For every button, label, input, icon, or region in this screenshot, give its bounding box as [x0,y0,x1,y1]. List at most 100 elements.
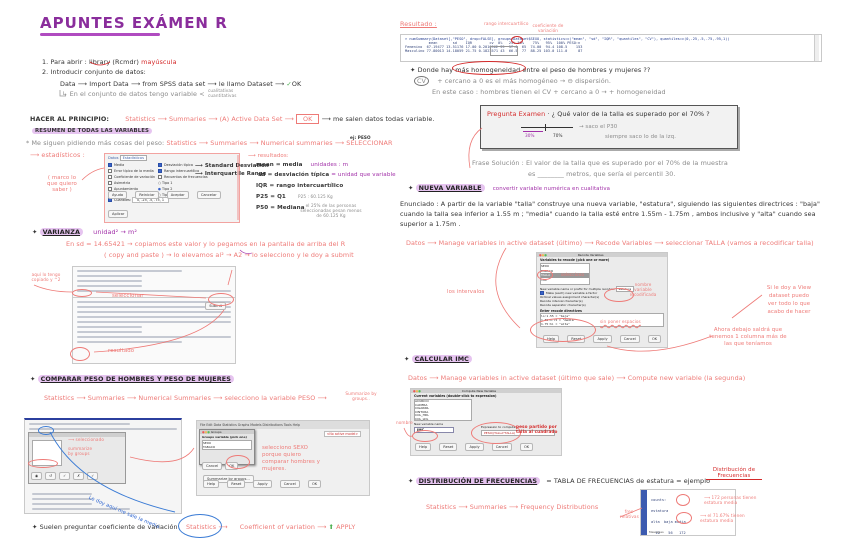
estadisticos-label: ⟶ estadísticos : [30,151,85,159]
ann-intervalos: los intervalos [447,289,485,295]
ann-expr: peso partido por talla al cuadrado [516,424,558,434]
stats-dialog-buttons: Ayuda Reiniciar Aceptar Cancelar Aplicar [108,181,239,219]
circle-pct-media [676,512,692,524]
res-iqr: IQR = rango intercuartílico [256,183,344,189]
help-button[interactable]: Help [203,480,220,488]
ann-frec: frec relativas [620,509,639,519]
ann-seleccionado: ⟶ seleccionado [68,437,105,442]
r-console-screenshot: Submit [72,266,236,364]
res-p50-note: el 25% de las personas seleccionadas pes… [300,203,362,218]
peso-note: ej: PESO [350,135,371,140]
distribucion-header: ✦ DISTRIBUCIÓN DE FRECUENCIAS = TABLA DE… [408,477,711,485]
varianza-header: ✦ VARIANZA unidad² → m² [32,228,138,236]
step-2: 2. Introducir conjunto de datos: [42,68,146,76]
recode-path: Datos ⟶ Manage variables in active datas… [406,239,814,247]
circle-tab-blue [38,426,54,435]
ayuda-button[interactable]: Ayuda [108,191,128,199]
marco-note: ( marco lo que quiero saber ) [47,175,77,193]
circle-expression [471,422,521,444]
comparar-header: ✦ COMPARAR PESO DE HOMBRES Y PESO DE MUJ… [30,375,234,383]
circle-newname [604,288,634,302]
cancel-button[interactable]: Cancel [279,480,300,488]
ann-summarize: summarize by groups [68,446,93,456]
res-p50: P50 = Mediana [256,205,305,211]
res-mean: mean = media unidades : m [256,162,349,168]
distribucion-side-title: Distribución de Frecuencias [706,467,762,480]
page-title: APUNTES EXÁMEN R [40,14,228,32]
cv-path: Statistics ⟶ Coefficient of variation ⟶ … [186,523,356,531]
menu-bar: File Edit Data Statistics Graphs Models … [197,421,369,429]
circle-result [70,347,90,361]
ann-resultado: resultado [108,348,135,354]
ann-apply: Ahora debajo saldrá que tenemos 1 column… [709,327,787,347]
enunciado: Enunciado : A partir de la variable "tal… [400,200,821,228]
imc-header: ✦ CALCULAR IMC [404,355,472,363]
circle-submit [208,293,234,306]
import-note: ↳ En el conjunto de datos tengo variable… [62,90,205,98]
console-scrollbar[interactable] [814,35,819,61]
ann-sd: ⟶ Standard Desviation [195,163,269,169]
varianza-line-2: ( copy and paste ) → lo elevamos al² → A… [104,251,354,259]
res-sd: sd = desviación típica = unidad que vari… [258,172,396,178]
pregunta-examen-box: Pregunta Examen · ¿ Qué valor de la tall… [480,105,738,149]
peso-line: * Me siguen pidiendo más cosas del peso:… [26,139,393,147]
circle-cv-col [511,36,523,44]
res-p25: P25 = Q1 [256,194,286,200]
box-cv-values [490,46,518,56]
distribucion-path: Statistics ⟶ Summaries ⟶ Frequency Distr… [426,503,599,511]
numsummary-console: > numSummary(Dataset[,"PESO", drop=FALSE… [400,34,822,62]
ok-button[interactable]: OK [307,480,322,488]
ann-coef: coeficiente de variación [532,23,564,33]
ann-iqr: ⟶ Interquartile Range [195,171,267,177]
aceptar-button[interactable]: Aceptar [166,191,189,199]
circle-directives [530,318,596,342]
comparar-path: Statistics ⟶ Summaries ⟶ Numerical Summa… [44,394,327,402]
cancelar-button[interactable]: Cancelar [196,191,221,199]
imc-path: Datos ⟶ Manage variables in active datas… [408,374,746,382]
step-1-note: mayúscula [141,58,177,66]
bar-30: 30% [525,133,535,138]
ann-rango: rango intercuartílico [484,21,529,26]
circle-imc-name [412,430,438,442]
circle-selection [72,289,92,297]
homogeneidad-line-1: CV + cercano a 0 es el más homogéneo → ⊖… [414,76,611,86]
circle-counts-media [676,494,690,506]
pregunta-label: Pregunta Examen [487,110,546,118]
frase-line-1: Frase Solución : El valor de la talla qu… [472,159,728,167]
apply-button[interactable]: Apply [253,480,272,488]
stats-dialog-screenshot: Datos Estadísticos Media Error típico de… [104,153,240,223]
homogeneidad-question: ✦ Donde hay más homogeneidad entre el pe… [410,66,651,74]
nueva-variable-header: ✦ NUEVA VARIABLE convertir variable numé… [408,184,611,192]
aplicar-button[interactable]: Aplicar [108,210,129,218]
ann-selecciono: selecciono [561,272,585,277]
import-path: Data ⟶ Import Data ⟶ from SPSS data set … [60,80,302,88]
import-types: cualitativas cuantitativas [208,88,237,98]
ann-sexo: selecciono SEXO porque quiero comparar h… [262,445,321,472]
reset-button[interactable]: Reset [227,480,246,488]
reiniciar-button[interactable]: Reiniciar [135,191,159,199]
circle-homogeneidad [452,61,526,75]
pregunta-note-2: siempre saco lo de la izq. [605,134,677,140]
varianza-note-left: aquí lo tengo copiado y ^2 [31,272,61,282]
ann-pct: ⟶ el 71.67% tienen estatura media [700,513,745,523]
frase-line-2: es ________ metros, que sería el percent… [528,170,676,178]
hacer-principio: HACER AL PRINCIPIO: Statistics ⟶ Summari… [30,114,435,124]
pregunta-note-1: → saco el P30 [579,124,618,130]
title-underline [40,33,160,36]
ann-sin-espacios: sin poner espacios [600,319,641,324]
dialog-tabs: Datos Estadísticos [105,154,239,162]
res-p25-note: P25 : 60.125 Kg [298,194,333,199]
ann-counts: ⟶ 172 personas tienen estatura media [704,495,757,505]
resumen-tag: RESUMEN DE TODAS LAS VARIABLES [32,126,153,134]
homogeneidad-line-2: En este caso : hombres tienen el CV + ce… [432,88,666,96]
resultado-label: Resultado : [400,20,437,28]
cv-line: ✦ Suelen preguntar coeficiente de variac… [32,523,178,531]
bar-70: 70% [553,133,563,138]
circle-summarize [28,459,58,468]
step-1: 1. Para abrir : library (Rcmdr) mayúscul… [42,58,177,66]
comparar-summarize: Summarize by groups.. [345,391,377,401]
ann-nombre-imc: nombre [396,420,413,425]
ann-nombre-recod: nombre variable recodificada [629,282,657,297]
ann-view: Si le doy a View dataset puedo ver todo … [766,285,812,315]
pregunta-question: ¿ Qué valor de la talla es superado por … [551,110,710,118]
